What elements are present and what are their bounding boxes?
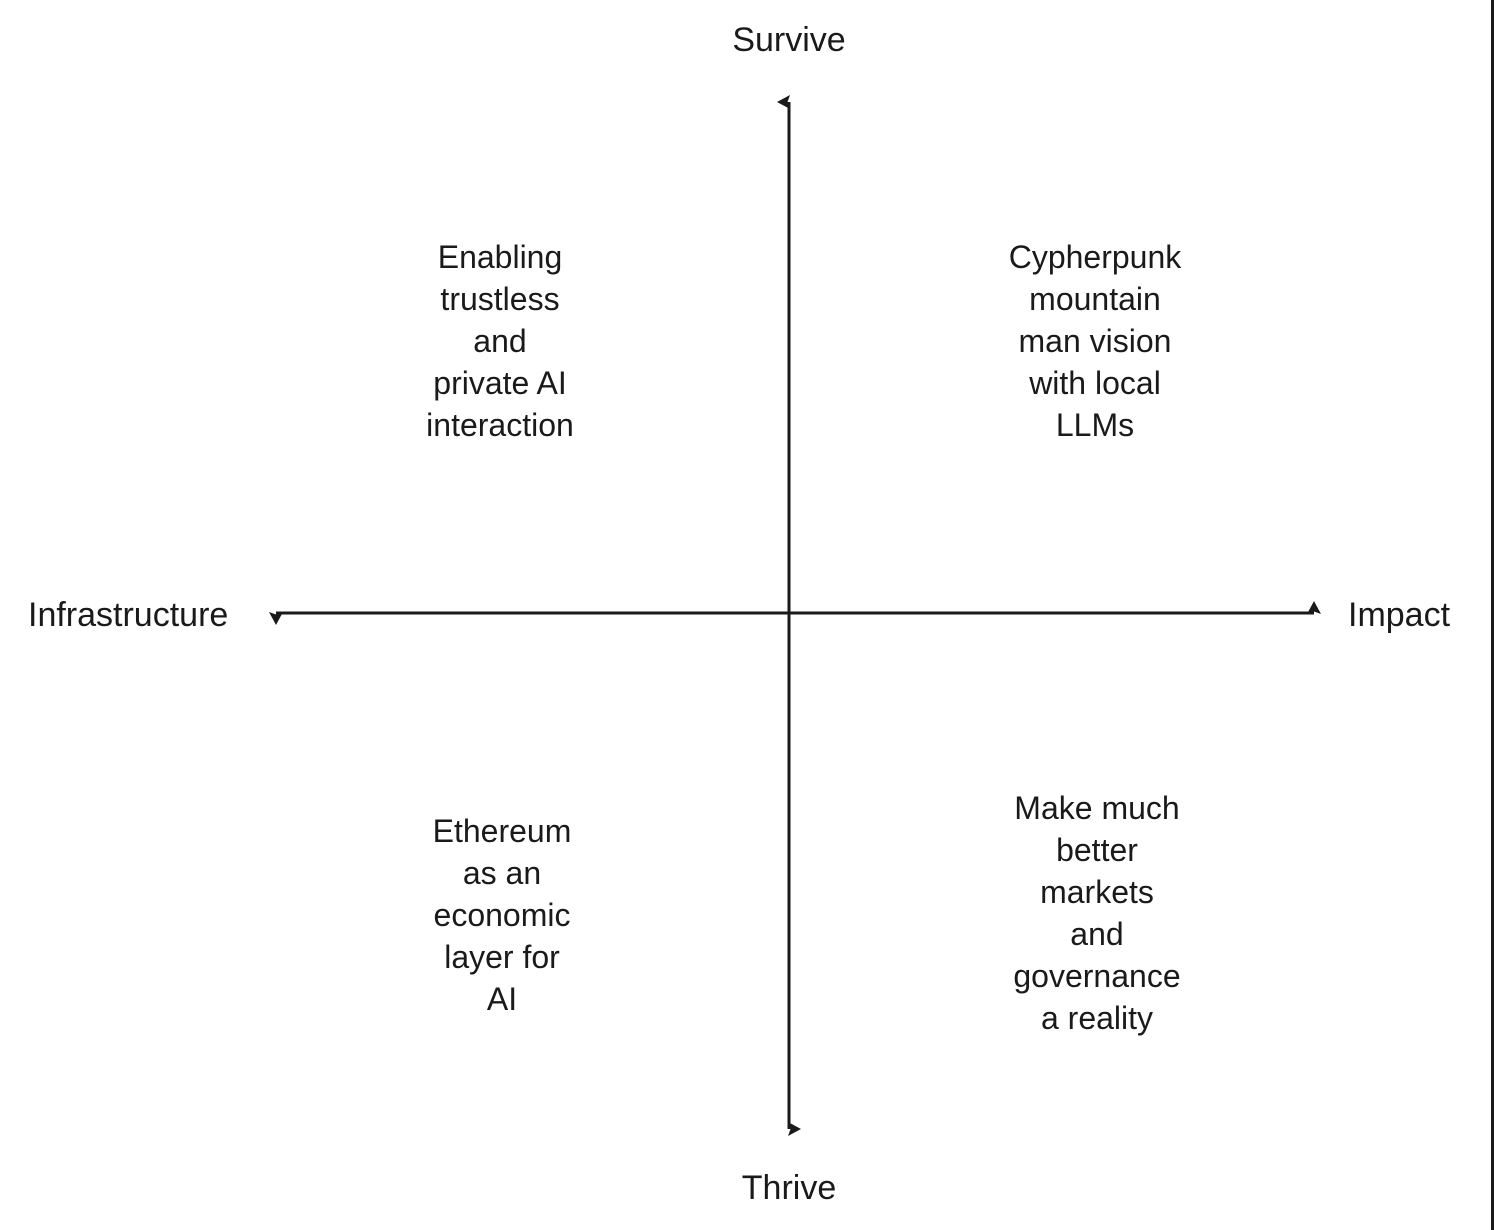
axis-label-survive: Survive — [732, 21, 846, 59]
quadrant-label-bottom-right: Make much better markets and governance … — [1013, 790, 1181, 1036]
quadrant-label-top-left: Enabling trustless and private AI intera… — [426, 239, 574, 443]
axis-label-thrive: Thrive — [741, 1169, 837, 1207]
axis-label-impact: Impact — [1348, 596, 1451, 634]
axis-label-infrastructure: Infrastructure — [28, 596, 229, 634]
quadrant-label-bottom-left: Ethereum as an economic layer for AI — [432, 813, 572, 1017]
quadrant-label-top-right: Cypherpunk mountain man vision with loca… — [1008, 239, 1182, 443]
